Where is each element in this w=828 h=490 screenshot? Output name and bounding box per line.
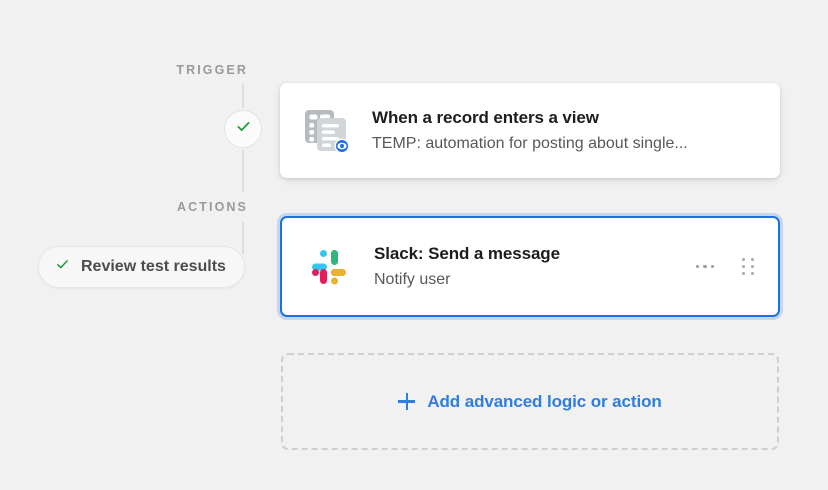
action-card-text: Slack: Send a message Notify user	[354, 243, 680, 291]
trigger-card-subtitle: TEMP: automation for posting about singl…	[372, 134, 688, 152]
trigger-card[interactable]: When a record enters a view TEMP: automa…	[280, 83, 780, 178]
timeline-connector-top	[242, 84, 244, 108]
timeline-connector-bottom	[242, 222, 244, 254]
add-advanced-logic-or-action-button[interactable]: Add advanced logic or action	[281, 353, 779, 450]
more-horizontal-icon[interactable]	[694, 259, 717, 275]
plus-icon	[398, 393, 416, 410]
action-card-subtitle: Notify user	[374, 270, 451, 288]
trigger-card-inner: When a record enters a view TEMP: automa…	[280, 83, 780, 178]
trigger-card-title: When a record enters a view	[372, 107, 599, 127]
check-icon	[55, 257, 70, 277]
timeline-connector-middle	[242, 150, 244, 192]
slack-icon	[304, 245, 354, 289]
review-test-results-label: Review test results	[81, 258, 226, 275]
check-icon	[235, 118, 252, 140]
record-view-icon	[302, 109, 352, 153]
action-card-tools	[680, 254, 759, 279]
trigger-status-node	[224, 110, 262, 148]
trigger-card-text: When a record enters a view TEMP: automa…	[352, 107, 760, 155]
section-label-trigger: TRIGGER	[176, 63, 248, 77]
drag-handle-icon[interactable]	[738, 254, 758, 279]
action-card-title: Slack: Send a message	[374, 243, 560, 263]
section-label-actions: ACTIONS	[177, 200, 248, 214]
review-test-results-button[interactable]: Review test results	[38, 246, 245, 288]
add-step-label: Add advanced logic or action	[427, 391, 662, 411]
action-card-slack[interactable]: Slack: Send a message Notify user	[280, 216, 780, 317]
action-card-inner: Slack: Send a message Notify user	[282, 218, 778, 315]
